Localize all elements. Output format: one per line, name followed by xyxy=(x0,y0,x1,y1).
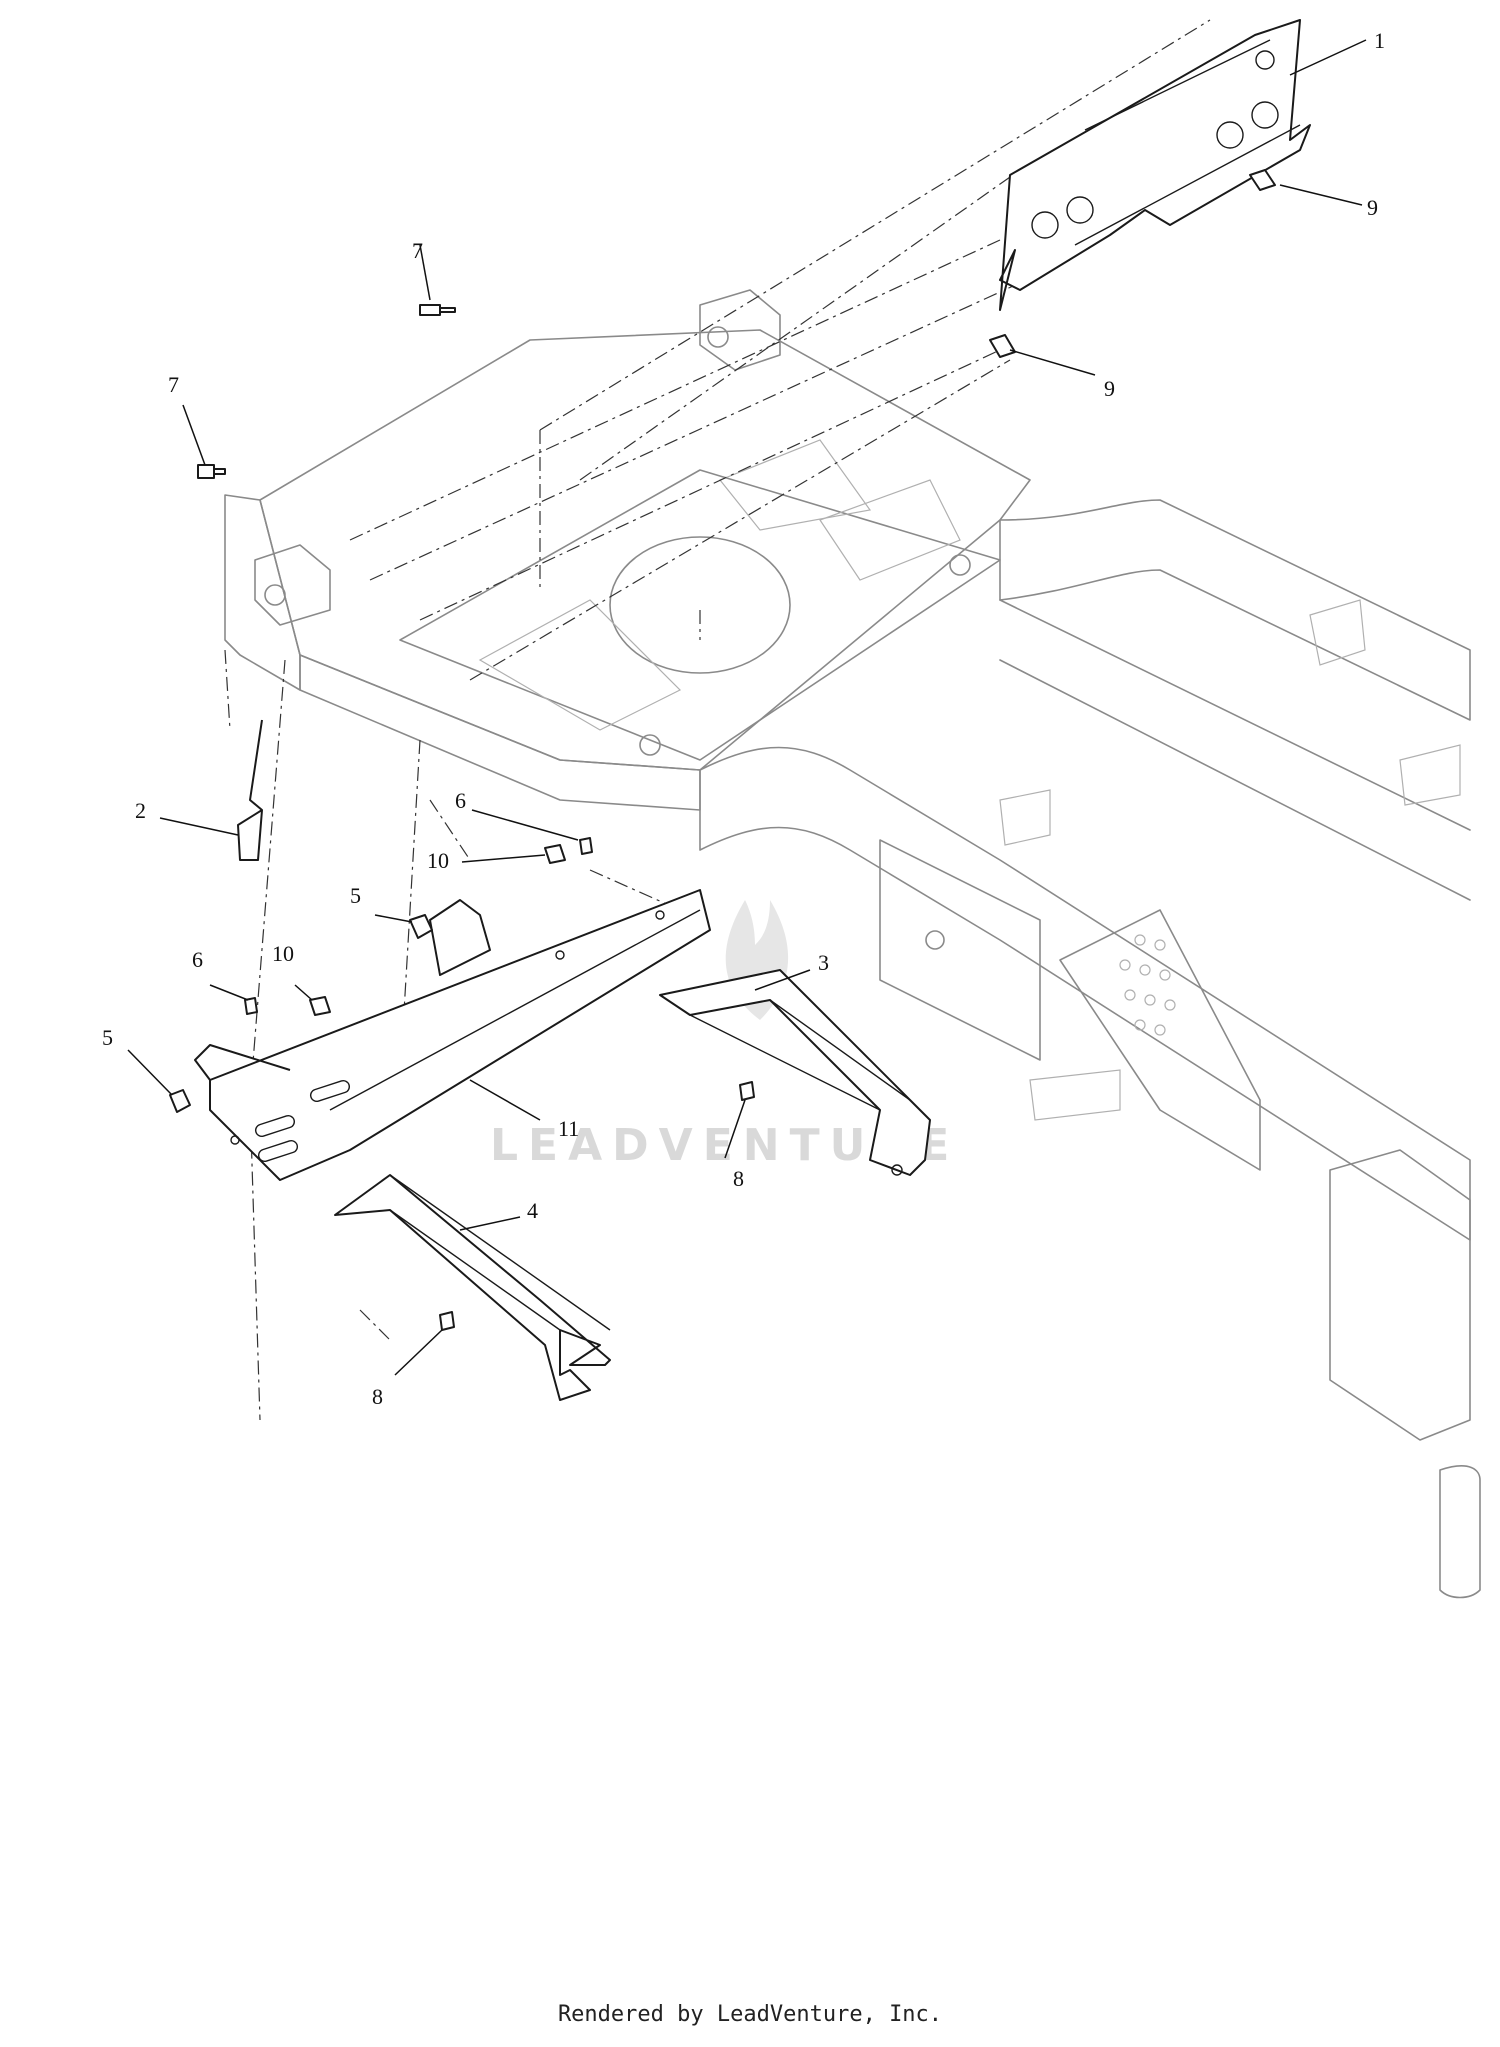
callout-7b: 7 xyxy=(168,372,179,397)
plate-cutout-right xyxy=(819,479,961,581)
foot-plate xyxy=(1059,909,1261,1171)
part-11-slots xyxy=(254,1079,351,1163)
leader-10a xyxy=(461,854,546,863)
leader-11 xyxy=(469,1079,541,1121)
part-2-deflector xyxy=(237,719,263,861)
part-3-chute-shield xyxy=(659,969,931,1176)
callout-9b: 9 xyxy=(1104,376,1115,401)
parts xyxy=(169,19,1311,1401)
leader-6a xyxy=(471,809,579,841)
part-1-hole xyxy=(1216,121,1244,149)
part-11-tab xyxy=(429,899,491,976)
bumper-hole xyxy=(707,326,729,348)
callout-10a: 10 xyxy=(427,848,449,873)
part-3-hole xyxy=(891,1164,903,1176)
callout-9a: 9 xyxy=(1367,195,1378,220)
callout-8b: 8 xyxy=(372,1384,383,1409)
plate-hole xyxy=(949,554,971,576)
mount-tab xyxy=(1309,599,1366,666)
rear-bumper-left xyxy=(254,544,331,626)
right-side-rail xyxy=(999,499,1471,721)
leader-9a xyxy=(1279,184,1363,206)
leader-4 xyxy=(459,1216,521,1231)
part-6-stud xyxy=(579,837,593,855)
callout-6b: 6 xyxy=(192,947,203,972)
plate-cutout-top xyxy=(719,439,872,531)
bracket-hole xyxy=(925,930,945,950)
leader-3 xyxy=(754,969,811,991)
leader-lines xyxy=(127,39,1367,1376)
part-4-chute-shield xyxy=(334,1174,611,1401)
mount-tab xyxy=(1399,744,1461,806)
callout-1: 1 xyxy=(1374,28,1385,53)
part-9-clip-nut xyxy=(1249,169,1276,191)
part-9-clip-nut xyxy=(989,334,1016,358)
leader-7a xyxy=(419,244,431,301)
part-8-screw xyxy=(439,1311,455,1331)
callout-2: 2 xyxy=(135,798,146,823)
callout-10b: 10 xyxy=(272,941,294,966)
front-axle-mount xyxy=(1329,1149,1471,1441)
leader-6b xyxy=(209,984,249,1001)
part-11-mount-bracket xyxy=(194,889,711,1181)
leader-1 xyxy=(1289,39,1367,76)
cross-member xyxy=(999,599,1471,901)
mount-tab xyxy=(999,789,1051,846)
leader-9b xyxy=(1009,349,1096,376)
plate-cutout-left xyxy=(478,599,682,731)
part-1-bolt xyxy=(1255,50,1275,70)
bumper-hole xyxy=(264,584,286,606)
callout-7a: 7 xyxy=(412,238,423,263)
mower-frame xyxy=(224,289,1481,1599)
part-1-hole xyxy=(1031,211,1059,239)
center-opening xyxy=(609,536,791,674)
part-4-bend xyxy=(389,1174,611,1331)
mount-tab xyxy=(1029,1069,1121,1121)
part-10-pin xyxy=(544,844,566,864)
deck-left-wall xyxy=(224,494,301,691)
part-10-pin xyxy=(309,996,331,1016)
part-11-hole xyxy=(555,950,565,960)
deck-front-wall xyxy=(299,654,701,811)
callout-11: 11 xyxy=(558,1116,579,1141)
rear-bumper-right xyxy=(699,289,781,371)
callout-3: 3 xyxy=(818,950,829,975)
part-5-nut xyxy=(409,914,433,939)
callout-5b: 5 xyxy=(102,1025,113,1050)
leader-10b xyxy=(294,984,313,1001)
callouts: 1 2 3 4 5 5 6 6 7 7 8 8 9 9 10 10 11 xyxy=(102,28,1385,1409)
leader-5a xyxy=(374,914,413,923)
callout-5a: 5 xyxy=(350,883,361,908)
callout-6a: 6 xyxy=(455,788,466,813)
part-1-hole xyxy=(1251,101,1279,129)
part-5-nut xyxy=(169,1089,191,1113)
part-8-screw xyxy=(739,1081,755,1101)
leader-8a xyxy=(724,1099,746,1159)
leader-8b xyxy=(394,1329,443,1376)
caster-tube xyxy=(1439,1465,1481,1599)
deck-plate xyxy=(259,329,1031,771)
plate-hole xyxy=(639,734,661,756)
part-1-hole xyxy=(1066,196,1094,224)
part-7-bolt xyxy=(197,464,226,479)
part-7-bolt xyxy=(419,304,456,316)
leader-5b xyxy=(127,1049,173,1096)
part-11-hole xyxy=(655,910,665,920)
leader-2 xyxy=(159,817,239,836)
part-3-bend xyxy=(689,999,911,1111)
part-1-edge xyxy=(1074,39,1301,246)
callout-8a: 8 xyxy=(733,1166,744,1191)
part-1-rear-shield xyxy=(999,19,1311,311)
front-bracket-plate xyxy=(879,839,1041,1061)
assembly-lines xyxy=(224,19,1211,1421)
foot-plate-holes xyxy=(1119,934,1176,1036)
callout-4: 4 xyxy=(527,1198,538,1223)
part-11-bend xyxy=(329,909,701,1111)
leader-7b xyxy=(182,404,206,466)
part-11-hole xyxy=(230,1135,240,1145)
footer-credit: Rendered by LeadVenture, Inc. xyxy=(557,2002,943,2027)
part-6-stud xyxy=(244,997,258,1015)
